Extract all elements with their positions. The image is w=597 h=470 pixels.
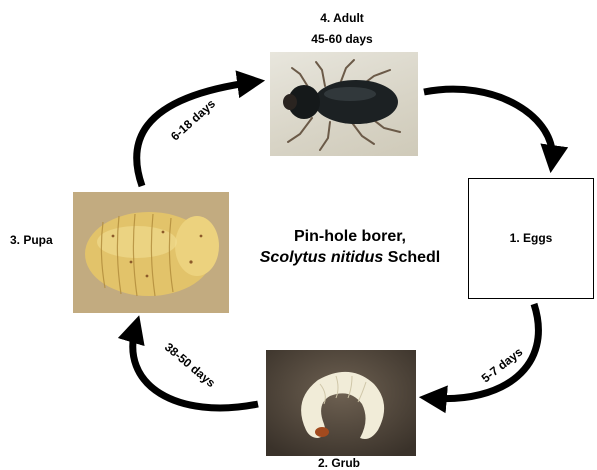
arrow-adult-to-eggs [424, 89, 552, 162]
arrow-pupa-to-adult [137, 82, 254, 186]
